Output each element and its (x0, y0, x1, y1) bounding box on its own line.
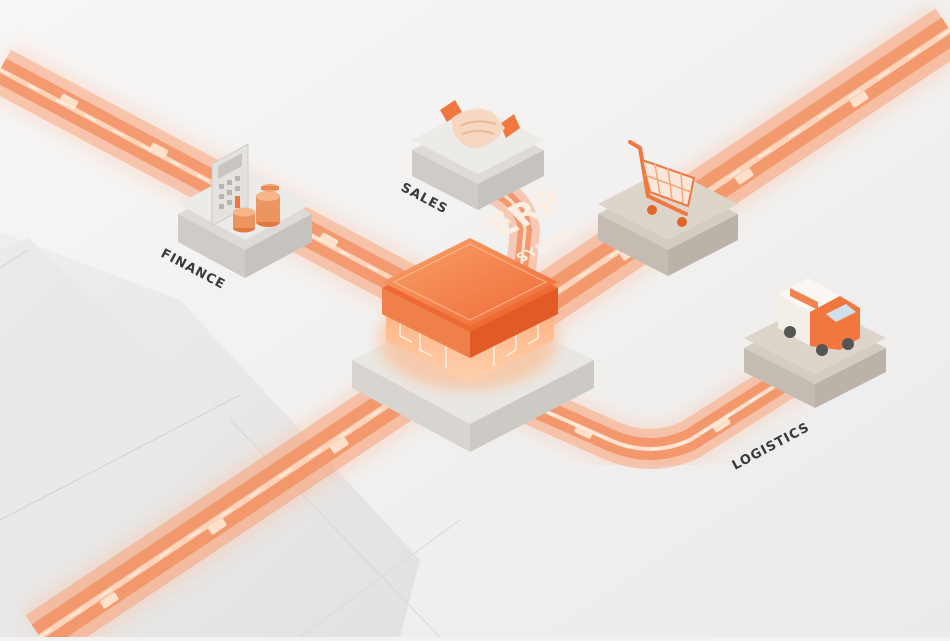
logistics-node: LOGISTICS (730, 278, 886, 474)
calculator-coins-icon (211, 143, 280, 233)
shopping-cart-icon (628, 140, 696, 227)
shopping-node (598, 140, 738, 276)
delivery-truck-icon (778, 278, 860, 356)
erp-hub: ERP SYSTEM (352, 183, 594, 452)
coin-stack (233, 184, 280, 233)
handshake-icon (440, 100, 520, 149)
finance-node: FINANCE (158, 143, 312, 293)
floor-panels (0, 232, 461, 638)
